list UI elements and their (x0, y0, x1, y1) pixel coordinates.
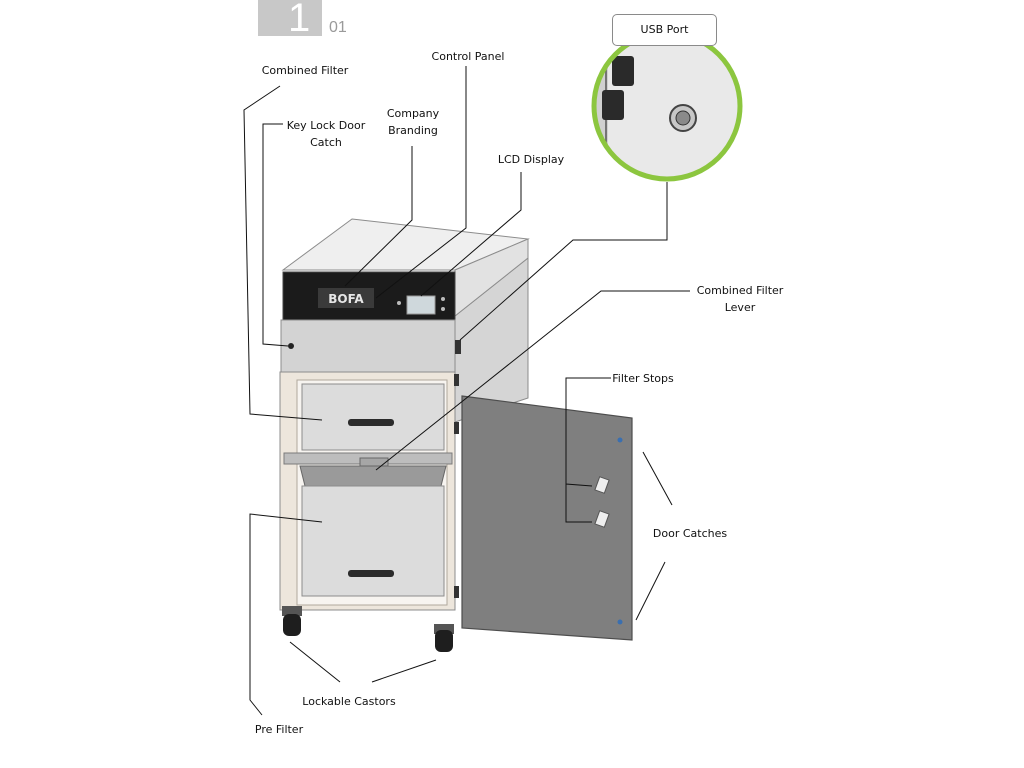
page-number-box: 1 (258, 0, 322, 40)
company-branding-plate (318, 288, 374, 308)
castor-bracket (282, 606, 302, 616)
label-key-lock-door-catch: Key Lock Door Catch (286, 119, 366, 149)
brand-logo: BOFA (328, 292, 364, 306)
castor-wheel (435, 630, 453, 652)
leader-lcd-display (420, 172, 522, 297)
label-control-panel: Control Panel (431, 50, 505, 63)
usb-port-connector (602, 90, 624, 120)
leader-control-panel (375, 66, 467, 299)
leader-combined-filter (243, 85, 323, 421)
leader-castors-right (371, 659, 437, 683)
door-catch (617, 437, 623, 443)
pre-filter-drawer (301, 485, 445, 597)
door-catch (617, 619, 623, 625)
leader-filter-stops-1 (565, 377, 611, 487)
leader-usb-port (459, 182, 668, 341)
lcd-display-screen (406, 295, 436, 315)
leader-company-branding (344, 146, 413, 287)
leader-pre-filter (249, 513, 323, 716)
leader-castors-left (289, 641, 341, 683)
pre-filter-handle (348, 570, 394, 577)
control-button (441, 297, 445, 301)
door-hinge (454, 422, 459, 434)
cabinet-door (461, 395, 633, 641)
page-sub-number: 01 (329, 19, 347, 36)
castor-bracket (434, 624, 454, 634)
leader-key-lock (262, 123, 289, 347)
leader-filter-stops-2 (565, 484, 592, 523)
key-lock (288, 343, 294, 349)
door-hinge (454, 374, 459, 386)
door-hinge (454, 586, 459, 598)
label-company-branding: Company Branding (386, 107, 440, 137)
label-lcd-display: LCD Display (497, 153, 565, 166)
label-filter-stops: Filter Stops (612, 372, 674, 385)
filter-stop (594, 510, 610, 528)
usb-port-connector (612, 56, 634, 86)
label-door-catches: Door Catches (652, 527, 728, 540)
combined-filter-drawer (301, 383, 445, 451)
label-combined-filter-lever: Combined Filter Lever (696, 284, 784, 314)
control-button (397, 301, 401, 305)
leader-door-catches-bottom (635, 561, 666, 621)
control-button (441, 307, 445, 311)
filter-stop (594, 476, 610, 494)
label-combined-filter: Combined Filter (261, 64, 349, 77)
page-number: 1 (288, 0, 311, 40)
label-usb-port: USB Port (612, 14, 717, 46)
leader-filter-lever (375, 290, 690, 471)
label-pre-filter: Pre Filter (254, 723, 304, 736)
leader-door-catches-top (642, 451, 673, 506)
label-lockable-castors: Lockable Castors (302, 695, 396, 708)
filter-lever-latch (455, 340, 461, 354)
filter-housing-front (280, 319, 456, 373)
leader-lines (243, 66, 690, 716)
combined-filter-handle (348, 419, 394, 426)
usb-inset-lock-core (675, 110, 691, 126)
castor-wheel (283, 614, 301, 636)
